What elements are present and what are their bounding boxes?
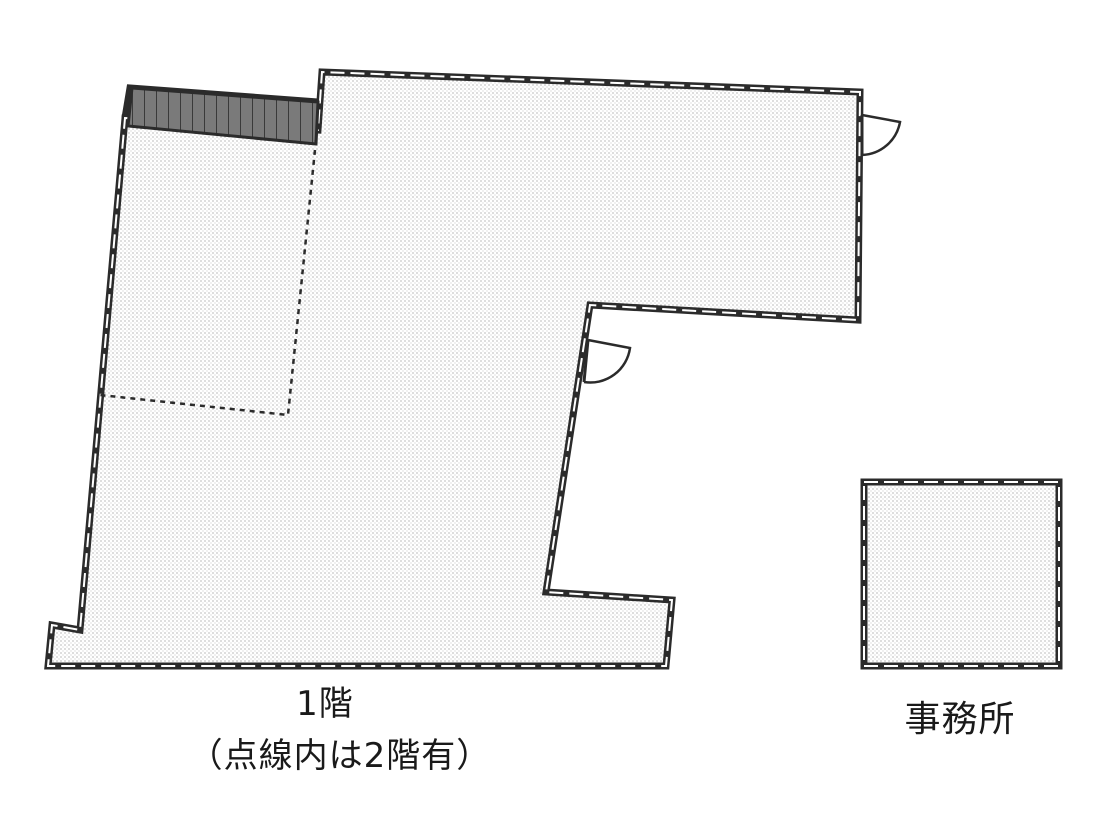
second-floor-outline [99,139,318,417]
office-wall-inner [863,481,1060,667]
office-area [864,482,1059,666]
floor1-note: （点線内は2階有） [188,736,492,776]
floor1-building [44,68,902,670]
office-label: 事務所 [904,699,1016,740]
door-swing-top-right [860,113,902,157]
floor1-area [48,72,860,666]
door-swing-middle [582,338,632,384]
office-building [860,478,1063,670]
floor1-wall-inner [46,70,862,667]
floor1-label: 1階 [296,684,354,724]
